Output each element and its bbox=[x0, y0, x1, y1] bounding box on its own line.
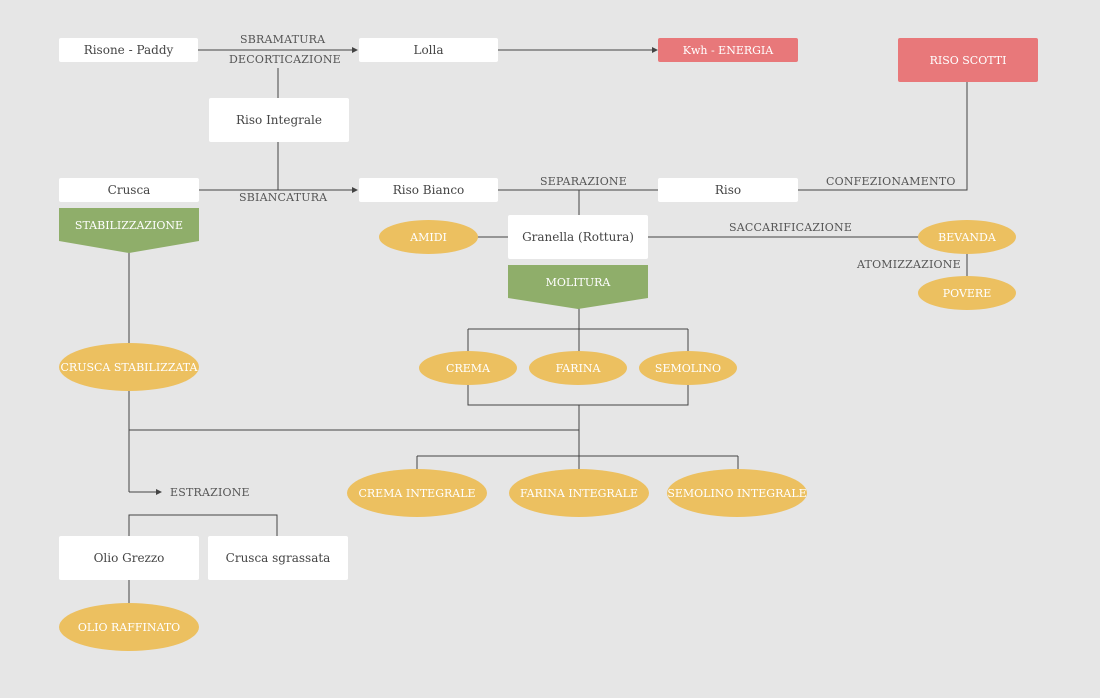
label-atomizzazione: ATOMIZZAZIONE bbox=[857, 258, 961, 271]
node-riso-integrale[interactable]: Riso Integrale bbox=[209, 98, 349, 142]
node-farina[interactable]: FARINA bbox=[529, 351, 627, 385]
label-saccarificazione: SACCARIFICAZIONE bbox=[729, 221, 853, 234]
label-separazione: SEPARAZIONE bbox=[540, 175, 627, 188]
pentagon-shape bbox=[508, 265, 648, 309]
node-bevanda[interactable]: BEVANDA bbox=[918, 220, 1016, 254]
node-olio-grezzo[interactable]: Olio Grezzo bbox=[59, 536, 199, 580]
pentagon-shape bbox=[59, 208, 199, 253]
node-stabilizzazione[interactable]: STABILIZZAZIONE bbox=[59, 208, 199, 253]
node-riso-bianco[interactable]: Riso Bianco bbox=[359, 178, 498, 202]
node-granella[interactable]: Granella (Rottura) bbox=[508, 215, 648, 259]
label-sbramatura: SBRAMATURA bbox=[240, 33, 326, 46]
node-amidi[interactable]: AMIDI bbox=[379, 220, 478, 254]
connector-collector bbox=[467, 384, 689, 406]
node-risone-paddy[interactable]: Risone - Paddy bbox=[59, 38, 198, 62]
connector-riso-scotti bbox=[798, 74, 970, 191]
label-decorticazione: DECORTICAZIONE bbox=[229, 53, 341, 66]
label-estrazione: ESTRAZIONE bbox=[170, 486, 250, 499]
node-crema[interactable]: CREMA bbox=[419, 351, 517, 385]
node-olio-raffinato[interactable]: OLIO RAFFINATO bbox=[59, 603, 199, 651]
node-crusca[interactable]: Crusca bbox=[59, 178, 199, 202]
node-semolino[interactable]: SEMOLINO bbox=[639, 351, 737, 385]
node-molitura[interactable]: MOLITURA bbox=[508, 265, 648, 309]
stabilizzazione-label: STABILIZZAZIONE bbox=[74, 219, 184, 232]
node-semolino-integrale[interactable]: SEMOLINO INTEGRALE bbox=[667, 469, 807, 517]
node-crusca-stabilizzata[interactable]: CRUSCA STABILIZZATA bbox=[59, 343, 199, 391]
node-riso-scotti[interactable]: RISO SCOTTI bbox=[898, 38, 1038, 82]
node-lolla[interactable]: Lolla bbox=[359, 38, 498, 62]
node-kwh-energia[interactable]: Kwh - ENERGIA bbox=[658, 38, 798, 62]
label-confezionamento: CONFEZIONAMENTO bbox=[826, 175, 956, 188]
label-sbiancatura: SBIANCATURA bbox=[239, 191, 328, 204]
node-riso[interactable]: Riso bbox=[658, 178, 798, 202]
node-farina-integrale[interactable]: FARINA INTEGRALE bbox=[509, 469, 649, 517]
node-crema-integrale[interactable]: CREMA INTEGRALE bbox=[347, 469, 487, 517]
node-povere[interactable]: POVERE bbox=[918, 276, 1016, 310]
molitura-label: MOLITURA bbox=[545, 275, 611, 289]
node-crusca-sgrassata[interactable]: Crusca sgrassata bbox=[208, 536, 348, 580]
